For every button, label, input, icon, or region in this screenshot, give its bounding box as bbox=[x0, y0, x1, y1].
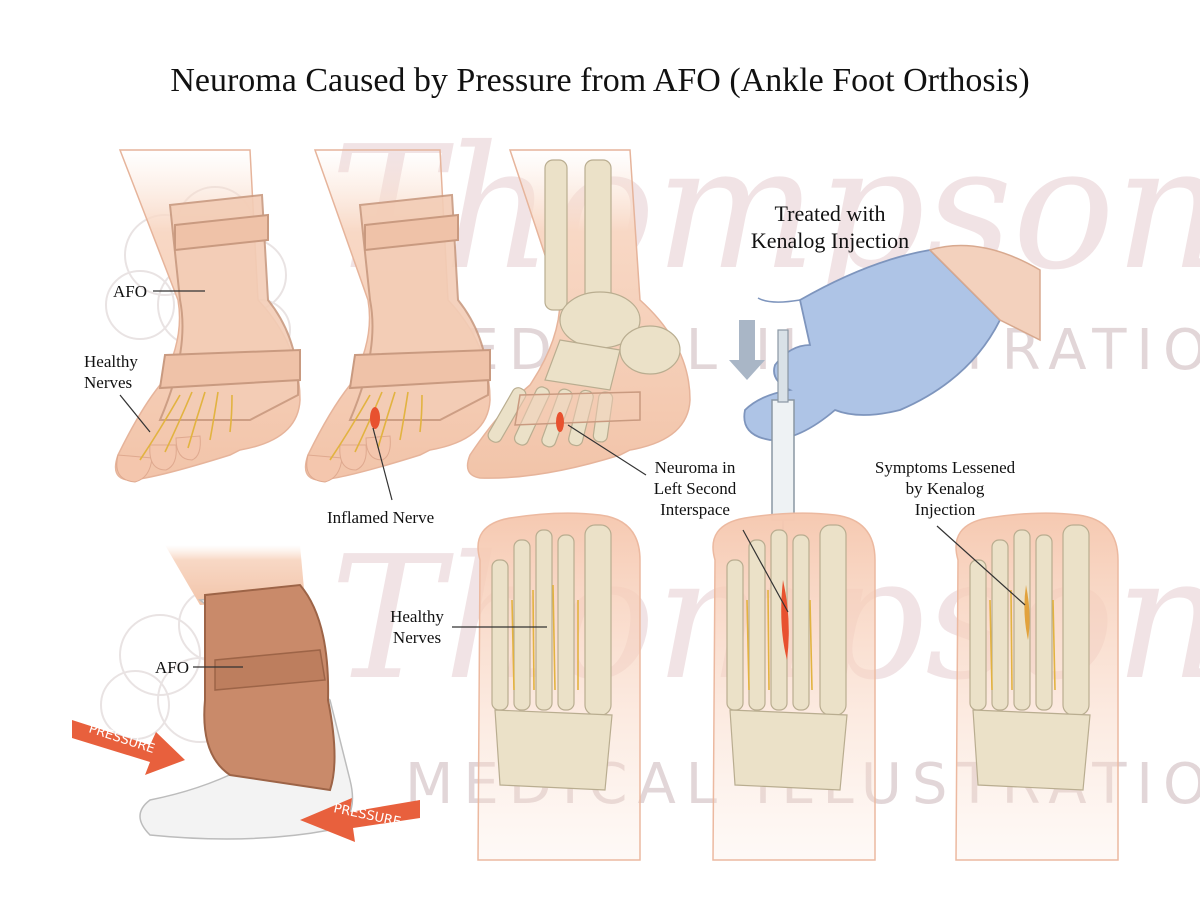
label-line: Healthy bbox=[390, 607, 444, 626]
leader-needle bbox=[742, 529, 789, 613]
label-line: Left Second bbox=[653, 479, 737, 498]
skeletal-foot-healthy bbox=[477, 512, 641, 861]
label-line: Treated with bbox=[774, 201, 886, 226]
label-line: Injection bbox=[914, 500, 976, 519]
label-line: Nerves bbox=[392, 628, 442, 647]
inflamed-nerve-spot bbox=[370, 407, 380, 429]
foot-afo-healthy bbox=[114, 149, 301, 483]
label-symptoms: Symptoms Lessened by Kenalog Injection bbox=[850, 457, 1040, 520]
label-neuroma: Neuroma in Left Second Interspace bbox=[640, 457, 750, 520]
pressure-arrow-right bbox=[300, 798, 420, 842]
label-healthy-nerves-bottom: Healthy Nerves bbox=[382, 606, 452, 648]
leader-inflamed-nerve bbox=[372, 427, 393, 501]
leader-neuroma bbox=[567, 424, 647, 476]
label-treated: Treated with Kenalog Injection bbox=[725, 200, 935, 254]
watermark-script-top: Thompson bbox=[330, 110, 1200, 308]
label-line: Symptoms Lessened bbox=[874, 458, 1016, 477]
label-afo-bottom: AFO bbox=[155, 658, 190, 677]
label-inflamed-nerve: Inflamed Nerve bbox=[327, 508, 435, 527]
skeletal-foot-neuroma bbox=[712, 512, 876, 861]
neuroma-highlight bbox=[781, 580, 789, 660]
down-arrow-icon bbox=[729, 320, 765, 380]
label-line: Neuroma in bbox=[654, 458, 736, 477]
leader-healthy-nerves-top bbox=[119, 394, 151, 433]
leader-symptoms bbox=[936, 525, 1026, 606]
reduced-neuroma bbox=[1024, 585, 1030, 640]
neuroma-spot bbox=[556, 412, 564, 432]
label-healthy-nerves-top: Healthy Nerves bbox=[84, 351, 138, 393]
foot-bones-neuroma bbox=[466, 149, 691, 479]
label-line: Interspace bbox=[660, 500, 730, 519]
label-line: Healthy bbox=[84, 352, 138, 371]
ankle-afo-side bbox=[139, 545, 354, 840]
label-line: Kenalog Injection bbox=[750, 228, 910, 253]
skeletal-foot-treated bbox=[955, 512, 1119, 861]
label-line: by Kenalog bbox=[905, 479, 985, 498]
gloved-hand-syringe bbox=[729, 244, 1041, 620]
label-afo-top: AFO bbox=[113, 282, 148, 301]
foot-afo-inflamed bbox=[304, 149, 491, 483]
label-line: Nerves bbox=[84, 373, 133, 392]
pressure-arrow-left bbox=[72, 720, 185, 775]
page-title: Neuroma Caused by Pressure from AFO (Ank… bbox=[170, 62, 1030, 99]
